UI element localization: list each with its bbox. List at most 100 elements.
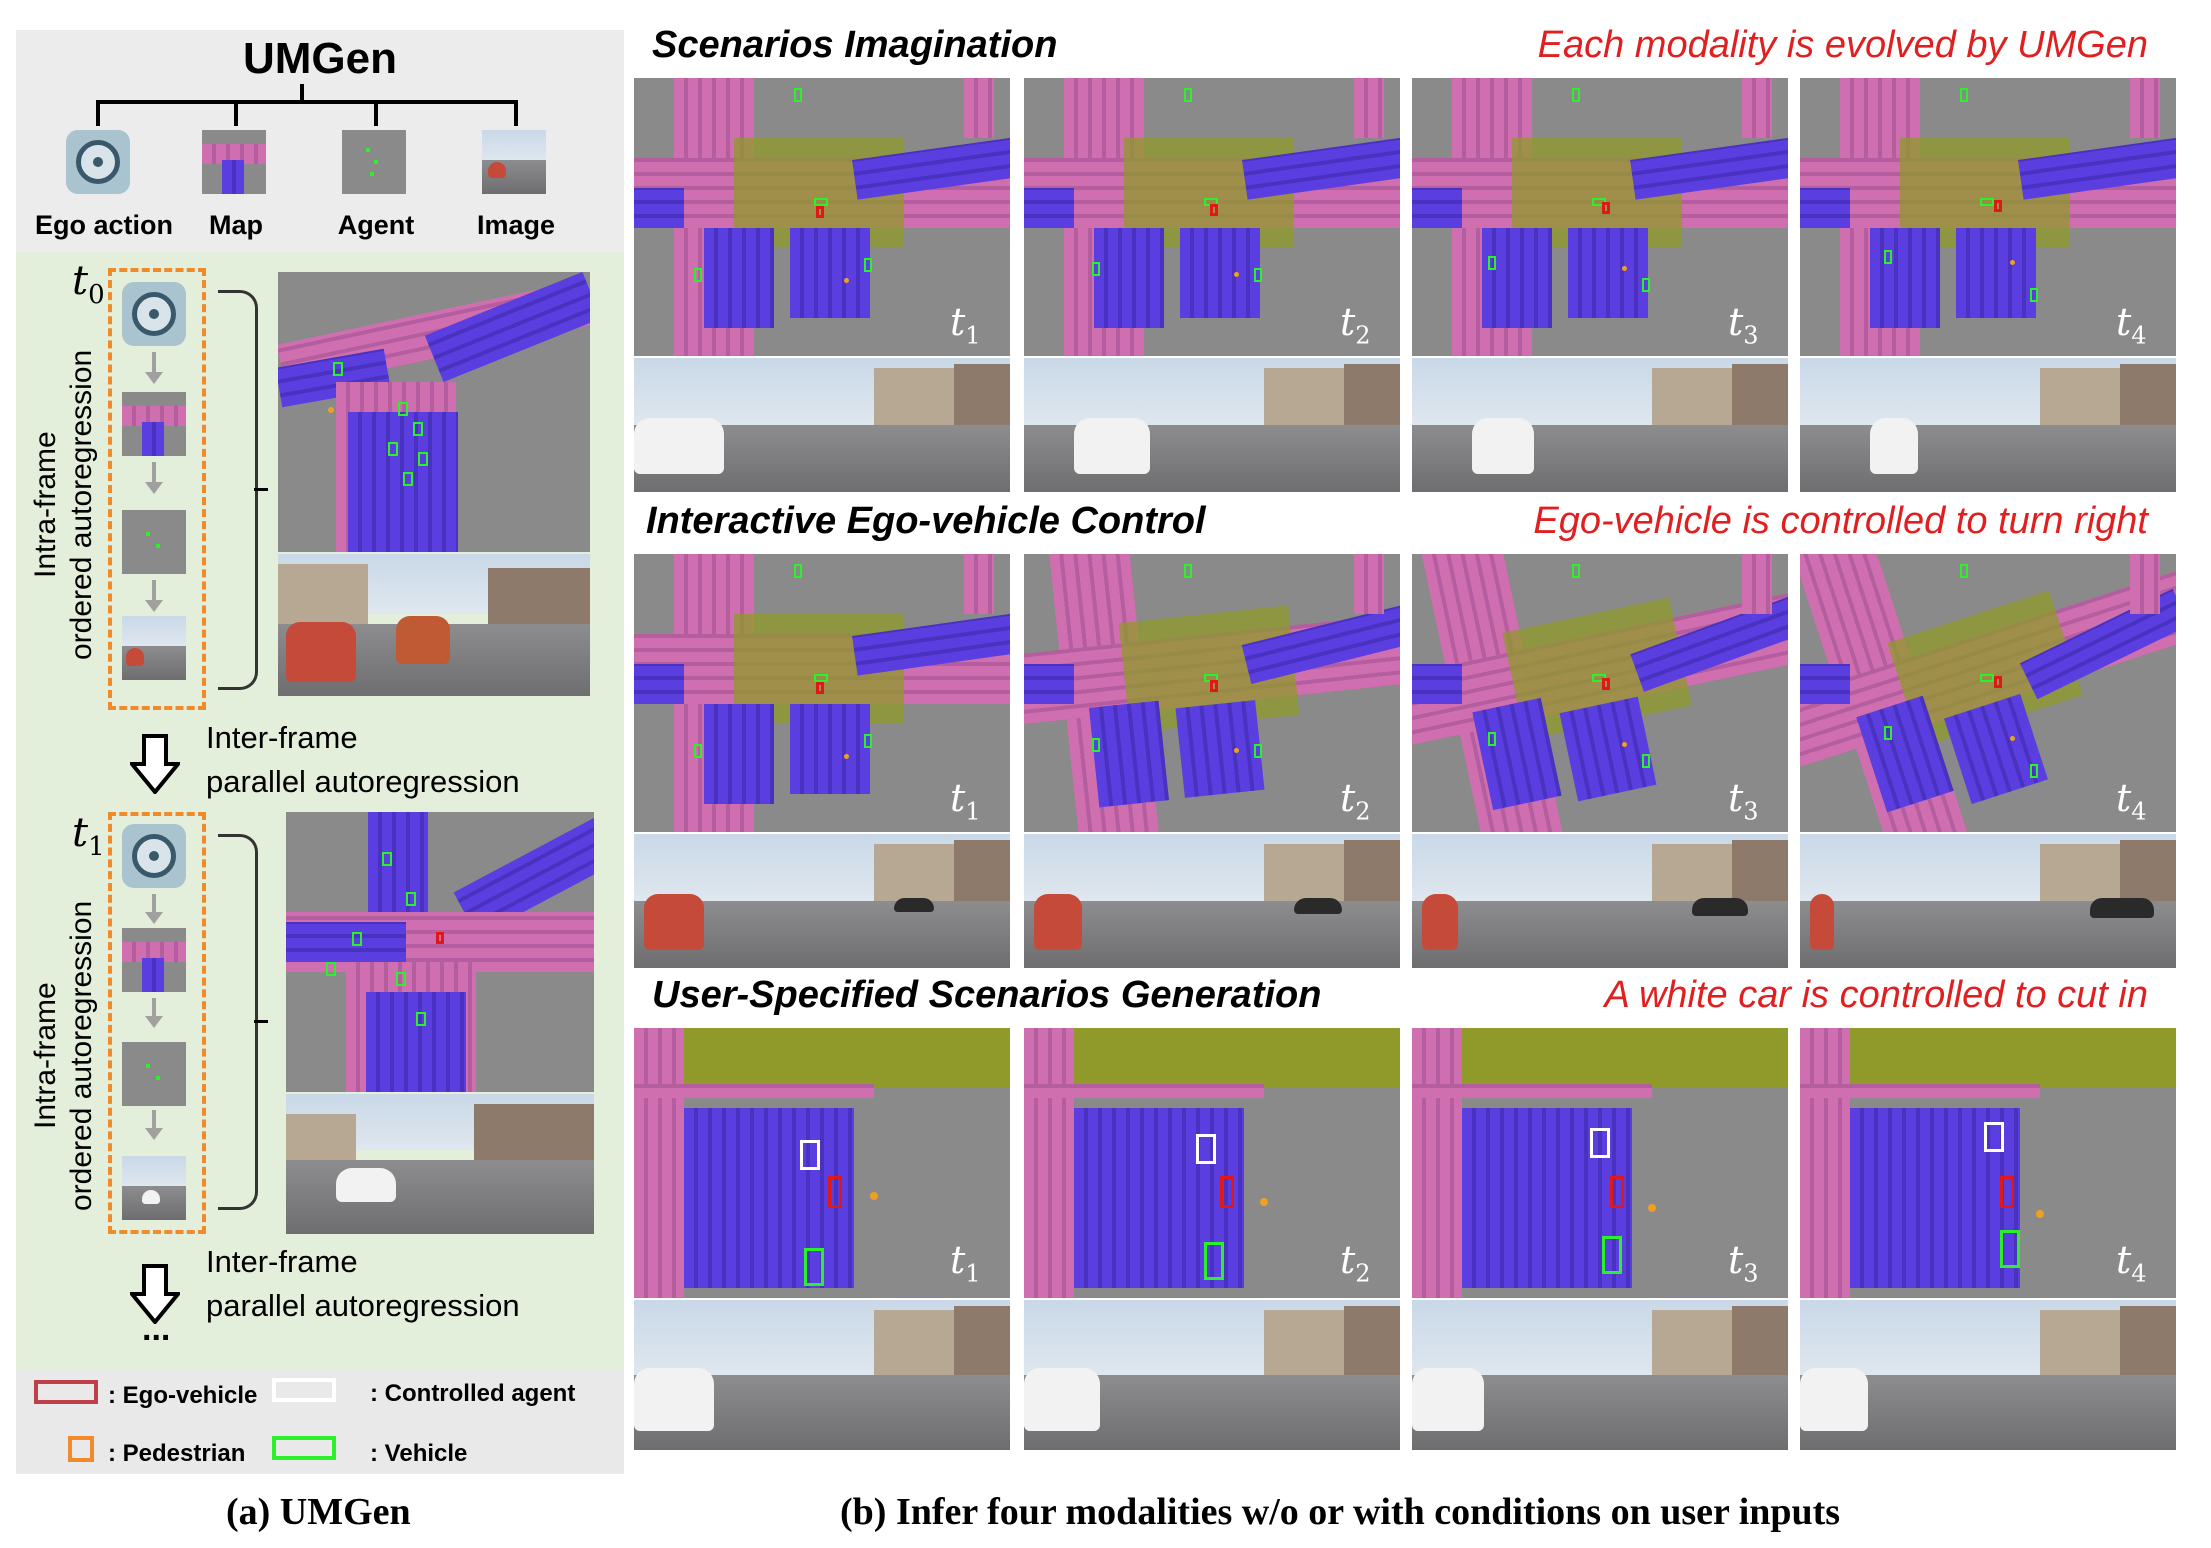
bracket-tip bbox=[254, 1020, 268, 1023]
map-tile-row2-t4 bbox=[1800, 554, 2176, 832]
camera-tile-row3-t4 bbox=[1800, 1300, 2176, 1450]
map-tile-row1-t1 bbox=[634, 78, 1010, 356]
frame-camera-t0 bbox=[278, 554, 590, 696]
step-arrow-head bbox=[145, 912, 163, 924]
modality-label-image: Image bbox=[476, 210, 556, 240]
time-label-t4: t4 bbox=[2116, 300, 2147, 350]
modality-label-map: Map bbox=[209, 210, 263, 240]
map-tile-row3-t4 bbox=[1800, 1028, 2176, 1298]
modality-label-ego-action: Ego action bbox=[34, 210, 173, 240]
legend-label-pedestrian: : Pedestrian bbox=[108, 1440, 246, 1467]
step-arrow-head bbox=[145, 1016, 163, 1028]
frame-time-label-t0: t0 bbox=[72, 258, 105, 310]
time-label-t3: t3 bbox=[1728, 776, 1759, 826]
map-tile-row2-t1 bbox=[634, 554, 1010, 832]
steering-wheel-icon bbox=[122, 282, 186, 346]
time-label-t2: t2 bbox=[1340, 776, 1371, 826]
step-arrow bbox=[152, 1110, 156, 1130]
frame-sequence-box-t1 bbox=[108, 812, 206, 1234]
step-arrow-head bbox=[145, 600, 163, 612]
section-title: User-Specified Scenarios Generation bbox=[652, 974, 1322, 1016]
frame-sequence-box-t0 bbox=[108, 268, 206, 710]
section-title: Scenarios Imagination bbox=[652, 24, 1058, 66]
steering-wheel-icon bbox=[66, 130, 130, 194]
frame-bracket bbox=[218, 834, 258, 1210]
time-label-t4: t4 bbox=[2116, 1238, 2147, 1288]
agent-thumbnail-icon bbox=[122, 510, 186, 574]
camera-tile-row1-t1 bbox=[634, 358, 1010, 492]
frame-map-t1 bbox=[286, 812, 594, 1092]
legend-label-controlled-agent: : Controlled agent bbox=[370, 1380, 576, 1407]
camera-tile-row2-t4 bbox=[1800, 834, 2176, 968]
steering-wheel-icon bbox=[122, 824, 186, 888]
step-arrow bbox=[152, 894, 156, 914]
map-thumbnail-icon bbox=[122, 392, 186, 456]
step-arrow-head bbox=[145, 372, 163, 384]
map-tile-row1-t4 bbox=[1800, 78, 2176, 356]
step-arrow bbox=[152, 352, 156, 374]
camera-tile-row1-t3 bbox=[1412, 358, 1788, 492]
time-label-t3: t3 bbox=[1728, 1238, 1759, 1288]
camera-tile-row3-t2 bbox=[1024, 1300, 1400, 1450]
time-label-t2: t2 bbox=[1340, 1238, 1371, 1288]
time-label-t3: t3 bbox=[1728, 300, 1759, 350]
umgen-title: UMGen bbox=[243, 34, 397, 83]
step-arrow bbox=[152, 998, 156, 1018]
agent-thumbnail-icon bbox=[122, 1042, 186, 1106]
tree-branch bbox=[374, 100, 378, 126]
map-thumbnail-icon bbox=[202, 130, 266, 194]
legend-label-ego-vehicle: : Ego-vehicle bbox=[108, 1382, 258, 1409]
continuation-ellipsis: ... bbox=[142, 1310, 171, 1348]
tree-stem bbox=[300, 84, 304, 102]
time-label-t2: t2 bbox=[1340, 300, 1371, 350]
camera-tile-row1-t4 bbox=[1800, 358, 2176, 492]
step-arrow bbox=[152, 462, 156, 484]
step-arrow-head bbox=[145, 1128, 163, 1140]
time-label-t1: t1 bbox=[950, 300, 981, 350]
camera-tile-row2-t2 bbox=[1024, 834, 1400, 968]
agent-thumbnail-icon bbox=[342, 130, 406, 194]
image-thumbnail-icon bbox=[482, 130, 546, 194]
tree-bar bbox=[96, 100, 516, 104]
map-tile-row3-t3 bbox=[1412, 1028, 1788, 1298]
caption-a: (a) UMGen bbox=[226, 1491, 411, 1533]
legend-swatch-ego-vehicle bbox=[34, 1380, 98, 1404]
legend-swatch-pedestrian bbox=[68, 1436, 94, 1462]
time-label-t4: t4 bbox=[2116, 776, 2147, 826]
image-thumbnail-icon bbox=[122, 1156, 186, 1220]
camera-tile-row2-t3 bbox=[1412, 834, 1788, 968]
tree-branch bbox=[234, 100, 238, 126]
section-note: A white car is controlled to cut in bbox=[1604, 974, 2148, 1016]
camera-tile-row3-t3 bbox=[1412, 1300, 1788, 1450]
step-arrow-head bbox=[145, 482, 163, 494]
camera-tile-row2-t1 bbox=[634, 834, 1010, 968]
map-tile-row2-t3 bbox=[1412, 554, 1788, 832]
frame-map-t0 bbox=[278, 272, 590, 552]
inter-frame-arrow bbox=[127, 734, 183, 796]
section-title: Interactive Ego-vehicle Control bbox=[646, 500, 1206, 542]
map-tile-row3-t2 bbox=[1024, 1028, 1400, 1298]
camera-tile-row1-t2 bbox=[1024, 358, 1400, 492]
frame-bracket bbox=[218, 290, 258, 690]
step-arrow bbox=[152, 580, 156, 602]
modality-label-agent: Agent bbox=[337, 210, 415, 240]
time-label-t1: t1 bbox=[950, 1238, 981, 1288]
map-thumbnail-icon bbox=[122, 928, 186, 992]
legend-swatch-controlled-agent bbox=[272, 1378, 336, 1402]
time-label-t1: t1 bbox=[950, 776, 981, 826]
inter-frame-arrow bbox=[127, 1264, 183, 1326]
legend-swatch-vehicle bbox=[272, 1436, 336, 1460]
image-thumbnail-icon bbox=[122, 616, 186, 680]
map-tile-row3-t1 bbox=[634, 1028, 1010, 1298]
tree-branch bbox=[96, 100, 100, 126]
bracket-tip bbox=[254, 488, 268, 491]
legend-label-vehicle: : Vehicle bbox=[370, 1440, 468, 1467]
frame-time-label-t1: t1 bbox=[72, 810, 105, 862]
section-note: Ego-vehicle is controlled to turn right bbox=[1533, 500, 2148, 542]
map-tile-row2-t2 bbox=[1024, 554, 1400, 832]
frame-camera-t1 bbox=[286, 1094, 594, 1234]
